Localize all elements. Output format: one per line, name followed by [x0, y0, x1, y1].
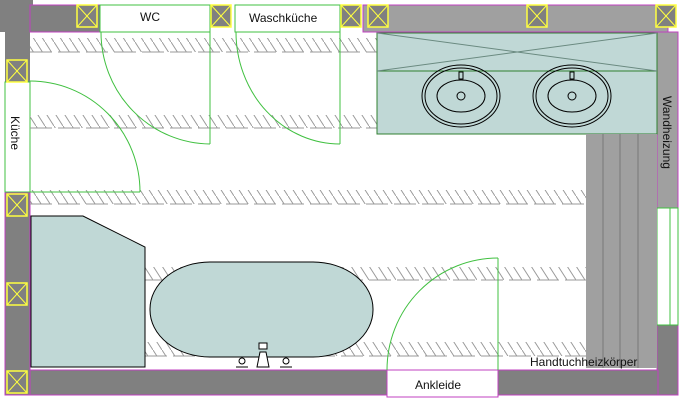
label-handtuchheizkoerper: Handtuchheizkörper [530, 355, 637, 369]
sink-right [532, 64, 612, 128]
vanity-double-sink [376, 32, 658, 135]
doors [29, 31, 499, 371]
label-wandheizung: Wandheizung [660, 96, 674, 169]
sink-left [421, 64, 501, 128]
bathtub [149, 261, 374, 368]
door-wc [100, 31, 211, 145]
walls [0, 0, 679, 396]
door-waschkueche [235, 31, 341, 145]
towel-radiator [586, 134, 657, 368]
openings [4, 4, 679, 398]
label-ankleide: Ankleide [415, 378, 461, 392]
shower-area [30, 215, 146, 368]
door-ankleide [386, 257, 499, 371]
label-waschkueche: Waschküche [249, 11, 318, 25]
faucet-icon [236, 342, 292, 368]
door-kueche [29, 80, 141, 193]
label-wc: WC [140, 10, 160, 24]
label-kueche: Küche [8, 116, 22, 150]
